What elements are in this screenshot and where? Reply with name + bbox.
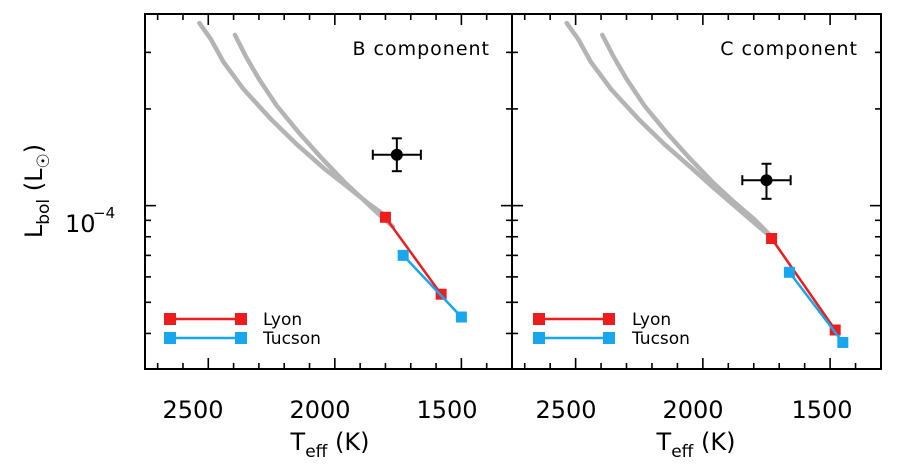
panel-b-evolution-tracks (197, 20, 396, 229)
tucson-series-point (783, 266, 795, 278)
panel-c-model-series (766, 233, 849, 348)
panel-c-frame (511, 13, 882, 370)
legend-lyon-label: Lyon (263, 310, 302, 330)
tucson-series-line (788, 271, 844, 344)
panel-b-component: B component Lyon Tucson (144, 13, 513, 370)
legend-lyon-marker-right (603, 313, 615, 325)
panel-b-x-tick-label: 2000 (289, 396, 350, 424)
y-axis-label-text: Lbol (L☉) (20, 144, 54, 238)
tucson-series-point (837, 336, 849, 348)
panel-b-model-series (379, 211, 467, 323)
evolution-track-lower (232, 32, 396, 229)
lyon-series-point (829, 324, 841, 336)
legend-tucson-marker-left (533, 332, 545, 344)
y-axis-label-unit-open: (L (20, 168, 48, 191)
tucson-series-line (402, 254, 463, 318)
measured-point-marker (760, 174, 773, 187)
panel-c-x-tick-label: 2500 (535, 396, 596, 424)
x-tick-labels: 2500 2000 1500 2500 2000 1500 (162, 396, 852, 424)
legend-tucson-label: Tucson (631, 329, 690, 349)
panel-b-x-axis-label: Teff (K) (290, 428, 370, 462)
panel-b-title: B component (352, 38, 490, 60)
y-axis-label-main: L (20, 224, 48, 238)
x-axis-label-main: T (290, 428, 306, 456)
x-axis-label-unit: (K) (701, 428, 735, 456)
y-axis-label-unit-close: ) (20, 144, 48, 153)
panel-c-axis-ticks (512, 14, 881, 369)
lyon-series-line (384, 216, 443, 295)
panel-b-axis-ticks (145, 14, 512, 369)
lyon-series-point (379, 211, 391, 223)
tucson-series-point (455, 311, 467, 323)
legend-tucson-marker-right (235, 332, 247, 344)
panel-c-component: C component Lyon Tucson (511, 13, 882, 370)
x-axis-label-unit: (K) (335, 428, 369, 456)
x-axis-label-main: T (656, 428, 672, 456)
lyon-series-line (770, 237, 837, 331)
panel-c-x-tick-label: 1500 (791, 396, 852, 424)
y-axis-label-space (20, 191, 48, 199)
panel-b-x-tick-label: 2500 (162, 396, 223, 424)
panel-c-measured-point (741, 162, 792, 200)
x-axis-label-sub: eff (671, 442, 694, 462)
panel-b-x-tick-label: 1500 (416, 396, 477, 424)
legend-tucson-marker-left (164, 332, 176, 344)
legend-lyon-label: Lyon (632, 310, 671, 330)
panel-c-x-axis-label: Teff (K) (656, 428, 736, 462)
y-axis-label: Lbol (L☉) (20, 144, 54, 238)
x-axis-label-space (693, 428, 701, 456)
x-axis-label-space (327, 428, 335, 456)
evolution-track-upper (564, 20, 769, 236)
panel-c-evolution-tracks (564, 20, 774, 240)
measured-point-marker (390, 148, 403, 161)
y-tick-label-base: 10 (65, 210, 96, 238)
evolution-track-lower (600, 32, 774, 240)
legend-lyon-marker-left (533, 313, 545, 325)
lyon-series-point (766, 233, 778, 245)
y-tick-label-exponent: −4 (93, 204, 115, 222)
y-tick-label: 10 −4 (65, 204, 115, 238)
panel-b-legend: Lyon Tucson (164, 310, 321, 349)
panel-c-legend: Lyon Tucson (533, 310, 690, 349)
panel-c-x-tick-label: 2000 (662, 396, 723, 424)
y-axis-label-unit-sun-symbol: ☉ (34, 153, 54, 168)
panel-b-measured-point (371, 137, 422, 173)
legend-tucson-label: Tucson (262, 329, 321, 349)
x-axis-label-sub: eff (305, 442, 328, 462)
tucson-series-point (397, 249, 409, 261)
panel-c-title: C component (720, 38, 858, 60)
legend-lyon-marker-left (164, 313, 176, 325)
legend-tucson-marker-right (603, 332, 615, 344)
y-axis-label-sub: bol (34, 199, 54, 225)
legend-lyon-marker-right (235, 313, 247, 325)
